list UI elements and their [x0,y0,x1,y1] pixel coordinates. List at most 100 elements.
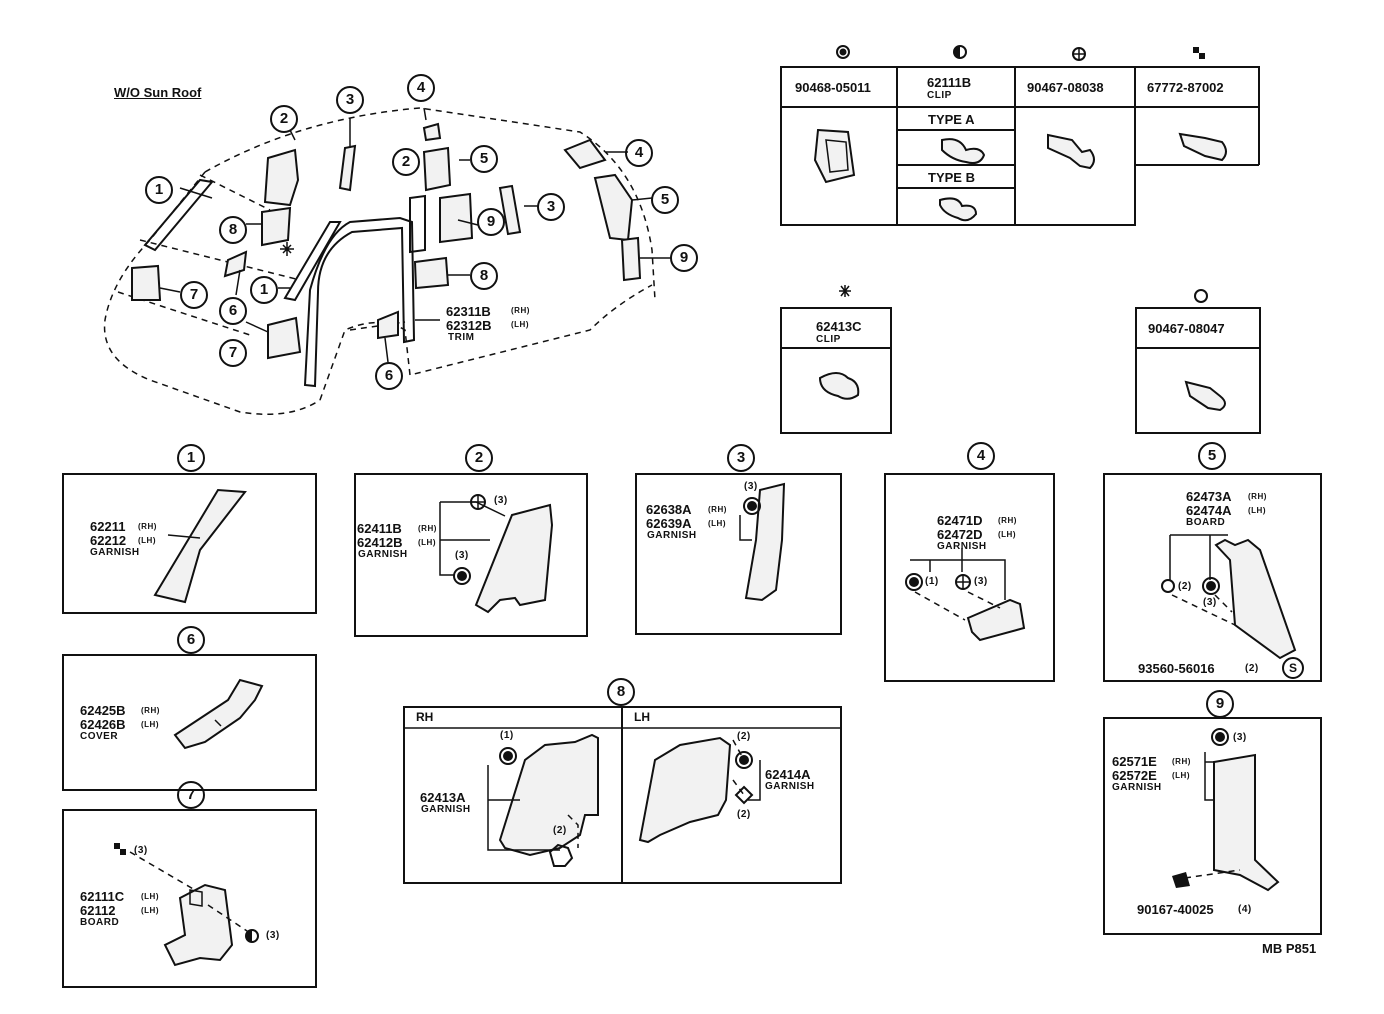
d1-name: GARNISH [90,547,140,558]
detail-8-number: 8 [607,678,635,706]
small-boxes [780,307,1261,434]
d5-part-lh: 62474A [1186,503,1232,518]
detail-symbols [453,494,1304,867]
diagram-code: MB P851 [1262,941,1317,956]
d8-rh-label: RH [416,710,434,724]
d2-qty-lower: (3) [455,550,469,561]
trim-rh-part: 62311B [446,304,491,319]
d8-lh-label: LH [634,710,650,724]
d2-tag-rh: (RH) [418,524,437,533]
d9-part-rh: 62571E [1112,754,1157,769]
d9-bolt-qty: (4) [1238,904,1252,915]
table-part-62111b: 62111B [927,75,972,90]
callout-9-rear: 9 [670,244,698,272]
d5-bolt-part: 93560-56016 [1138,661,1215,676]
callout-1-front-pillar: 1 [145,176,173,204]
d8-rh-part: 62413A [420,790,466,805]
detail-4-number: 4 [967,442,995,470]
d8-rh-qty-oct: (2) [553,825,567,836]
detail-sketches [114,482,1297,967]
callout-6-front: 6 [219,297,247,325]
d8-lh-qty-dot: (2) [737,731,751,742]
diagram-title: W/O Sun Roof [114,85,202,100]
d3-tag-rh: (RH) [708,505,727,514]
detail-6-number: 6 [177,626,205,654]
trim-lh-tag: (LH) [511,320,529,329]
d4-tag-lh: (LH) [998,530,1016,539]
callout-5-center: 5 [470,145,498,173]
d9-part-lh: 62572E [1112,768,1157,783]
d8-lh-qty-diamond: (2) [737,809,751,820]
detail-7-number: 7 [177,781,205,809]
d7-tag-2: (LH) [141,906,159,915]
d8-lh-name: GARNISH [765,781,815,792]
clip-62413c-part: 62413C [816,319,862,334]
d7-name: BOARD [80,917,120,928]
d5-bolt-qty: (2) [1245,663,1259,674]
callout-3-upper: 3 [336,86,364,114]
table-sub-clip: CLIP [927,90,952,101]
d6-part-lh: 62426B [80,717,126,732]
screw-90467-08047-part: 90467-08047 [1148,321,1225,336]
d3-tag-lh: (LH) [708,519,726,528]
d2-qty-upper: (3) [494,495,508,506]
d4-qty-dot: (1) [925,576,939,587]
d4-name: GARNISH [937,541,987,552]
d5-tag-rh: (RH) [1248,492,1267,501]
callout-4-rear: 4 [625,139,653,167]
d1-part-lh: 62212 [90,533,127,548]
detail-3-number: 3 [727,444,755,472]
d8-lh-part: 62414A [765,767,811,782]
callout-7-front: 7 [180,281,208,309]
d4-qty-cross: (3) [974,576,988,587]
d7-part-1: 62111C [80,889,125,904]
d8-rh-name: GARNISH [421,804,471,815]
trim-rh-tag: (RH) [511,306,530,315]
d6-tag-rh: (RH) [141,706,160,715]
d2-part-lh: 62412B [357,535,403,550]
d3-name: GARNISH [647,530,697,541]
callout-9-center: 9 [477,208,505,236]
d8-rh-qty-dot: (1) [500,730,514,741]
callout-7-lower: 7 [219,339,247,367]
table-part-90467-08038: 90467-08038 [1027,80,1104,95]
table-type-b: TYPE B [928,170,975,185]
callout-6-lower: 6 [375,362,403,390]
d2-name: GARNISH [358,549,408,560]
d4-part-rh: 62471D [937,513,983,528]
table-part-90468-05011: 90468-05011 [795,80,871,95]
d1-tag-rh: (RH) [138,522,157,531]
d7-qty-checker: (3) [134,845,148,856]
d7-qty-half: (3) [266,930,280,941]
d6-part-rh: 62425B [80,703,126,718]
d4-part-lh: 62472D [937,527,983,542]
detail-2-number: 2 [465,444,493,472]
callout-5-rear: 5 [651,186,679,214]
detail-boxes [62,473,1322,988]
d9-qty-dot: (3) [1233,732,1247,743]
d5-qty-dot: (3) [1203,597,1217,608]
callout-2-upper: 2 [270,105,298,133]
d2-tag-lh: (LH) [418,538,436,547]
fastener-table-grid [780,66,1260,226]
callout-8-center: 8 [470,262,498,290]
d9-tag-rh: (RH) [1172,757,1191,766]
d5-bolt-symbol: S [1289,661,1298,675]
trim-lh-part: 62312B [446,318,492,333]
d5-part-rh: 62473A [1186,489,1232,504]
detail-5-number: 5 [1198,442,1226,470]
d1-tag-lh: (LH) [138,536,156,545]
d7-part-2: 62112 [80,903,116,918]
d6-name: COVER [80,731,119,742]
table-part-sketches [813,128,1227,412]
d4-tag-rh: (RH) [998,516,1017,525]
d5-qty-open: (2) [1178,581,1192,592]
d1-part-rh: 62211 [90,519,126,534]
table-symbols [836,45,1208,303]
d9-bolt-part: 90167-40025 [1137,902,1214,917]
callout-4-upper: 4 [407,74,435,102]
d2-part-rh: 62411B [357,521,402,536]
table-type-a: TYPE A [928,112,975,127]
detail-9-number: 9 [1206,690,1234,718]
